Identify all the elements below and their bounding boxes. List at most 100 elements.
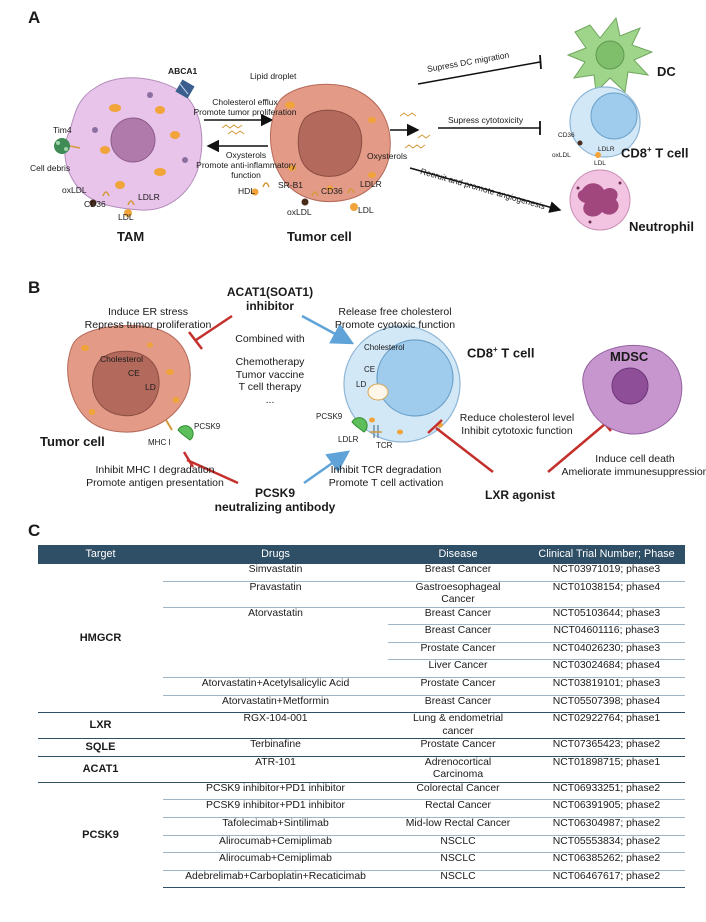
abca1-label: ABCA1 <box>168 66 198 76</box>
ldlr-label-t: LDLR <box>598 146 615 153</box>
target-cell: HMGCR <box>38 562 163 713</box>
drug-cell: Alirocumab+Cemiplimab <box>163 834 388 853</box>
disease-cell: Breast Cancer <box>388 624 528 643</box>
ldl-label-tumor: LDL <box>358 205 374 215</box>
suppress-dc-line <box>417 61 541 85</box>
disease-cell: NSCLC <box>388 834 528 853</box>
trial-cell: NCT06467617; phase2 <box>528 869 685 889</box>
cd36-label-tam: CD36 <box>84 199 106 209</box>
ldl-particle-tumor <box>350 203 358 211</box>
acat1-inhibit-tumor <box>195 314 233 342</box>
mhc-receptor <box>165 419 173 431</box>
hdl-label: HDL <box>238 186 256 196</box>
disease-cell: Adrenocortical Carcinoma <box>388 755 528 783</box>
target-cell: LXR <box>38 712 163 739</box>
tcr-label: TCR <box>376 441 393 450</box>
trial-cell: NCT03024684; phase4 <box>528 659 685 678</box>
ldlr-label-t: LDLR <box>338 435 359 444</box>
drug-cell: PCSK9 inhibitor+PD1 inhibitor <box>163 781 388 800</box>
drug-cell: Tafolecimab+Sintilimab <box>163 816 388 836</box>
trial-cell: NCT06385262; phase2 <box>528 852 685 871</box>
drug-cell: Terbinafine <box>163 738 388 757</box>
header-drugs: Drugs <box>163 545 388 564</box>
trial-cell: NCT04026230; phase3 <box>528 641 685 660</box>
ld-label-t: LD <box>356 380 367 389</box>
tumor-cell-label-a: Tumor cell <box>287 229 352 244</box>
tumor-cell-label-b: Tumor cell <box>40 434 105 449</box>
drug-cell: Alirocumab+Cemiplimab <box>163 852 388 871</box>
tam-label: TAM <box>117 229 145 244</box>
target-cell: PCSK9 <box>38 781 163 888</box>
neutrophil-label: Neutrophil <box>629 219 694 234</box>
disease-cell: Breast Cancer <box>388 694 528 713</box>
mhc-label: MHC I <box>148 438 171 447</box>
lipid-droplet-label: Lipid droplet <box>250 71 297 81</box>
disease-cell: Lung & endometrial cancer <box>388 712 528 739</box>
recruit-arrow <box>409 167 562 213</box>
cd36-label-tumor: CD36 <box>321 186 343 196</box>
ldl-particle <box>124 209 132 217</box>
drug-cell: Atorvastatin <box>163 606 388 678</box>
trial-cell: NCT01898715; phase1 <box>528 755 685 783</box>
disease-cell: Liver Cancer <box>388 659 528 678</box>
ldl-label-t: LDL <box>594 160 606 167</box>
sterol-glyphs <box>221 124 245 135</box>
tim4-label: Tim4 <box>53 125 72 135</box>
trial-cell: NCT05553834; phase2 <box>528 834 685 853</box>
lxr-inhibit-mdsc <box>547 423 606 473</box>
acat1-inhibitor-label: ACAT1(SOAT1)inhibitor <box>226 285 314 313</box>
abca1-transporter <box>175 79 195 99</box>
cd8-t-cell-a <box>569 86 641 158</box>
disease-cell: NSCLC <box>388 869 528 889</box>
lxr-inhibit-tcell <box>435 427 494 473</box>
ldlr-receptor <box>127 200 135 206</box>
ce-label-tumor: CE <box>128 368 140 378</box>
panel-a-letter: A <box>28 8 41 27</box>
panel-c-letter: C <box>28 521 41 540</box>
cd8-label-b: CD8+ T cell <box>467 345 535 361</box>
trial-cell: NCT06391905; phase2 <box>528 799 685 818</box>
acat1-promote-tcell <box>301 314 355 345</box>
ldl-label-tam: LDL <box>118 212 134 222</box>
target-cell: SQLE <box>38 738 163 757</box>
srb1-label: SR-B1 <box>278 180 304 190</box>
oxysterols-label: Oxysterols <box>367 151 408 161</box>
trial-cell: NCT01038154; phase4 <box>528 580 685 608</box>
oxldl-particle-tumor <box>301 198 309 206</box>
trial-cell: NCT03819101; phase3 <box>528 676 685 696</box>
disease-cell: Prostate Cancer <box>388 676 528 696</box>
drug-cell: Atorvastatin+Metformin <box>163 694 388 713</box>
pcsk9-inhibit-tumor <box>186 458 239 485</box>
clinical-trials-table: Target Drugs Disease Clinical Trial Numb… <box>38 545 685 889</box>
trial-cell: NCT07365423; phase2 <box>528 738 685 757</box>
oxldl-particle <box>89 199 97 207</box>
cell-debris-icon <box>54 138 81 154</box>
oxldl-label-tam: oxLDL <box>62 185 87 195</box>
panel-b-letter: B <box>28 278 41 297</box>
trial-cell: NCT06304987; phase2 <box>528 816 685 836</box>
tumor-cell-b <box>67 325 191 433</box>
dc-cell <box>566 16 654 94</box>
clinical-trials-table-wrap: Target Drugs Disease Clinical Trial Numb… <box>38 545 685 889</box>
disease-cell: Rectal Cancer <box>388 799 528 818</box>
ce-label-t: CE <box>364 365 376 374</box>
dc-label: DC <box>657 64 676 79</box>
tcr-receptor <box>370 425 382 438</box>
pcsk9-label-t: PCSK9 <box>316 412 343 421</box>
pcsk9-promote-tcell <box>303 450 351 485</box>
cell-debris-label: Cell debris <box>30 163 71 173</box>
